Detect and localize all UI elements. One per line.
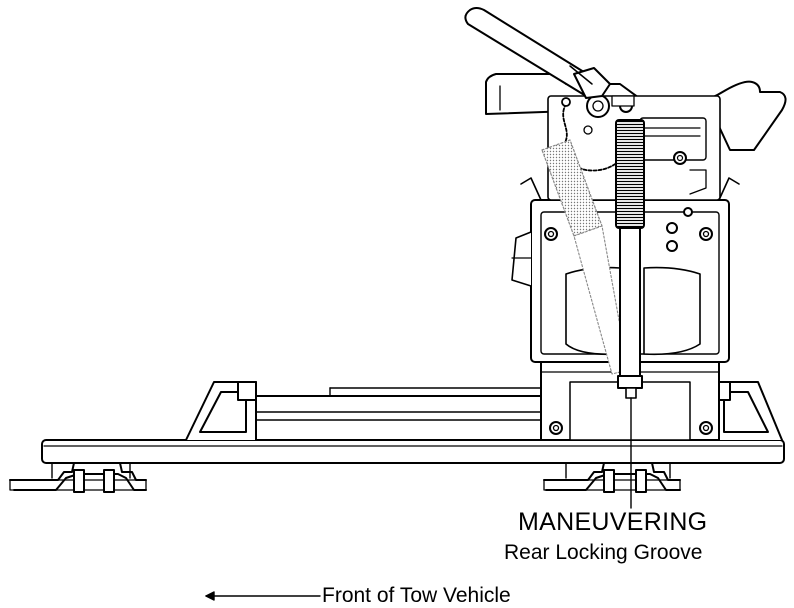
release-handle [464,7,611,99]
right-pedestal [711,381,783,441]
right-mounting-foot [543,462,681,493]
left-pedestal [185,381,257,441]
slide-rail [255,387,543,441]
lock-lever [615,119,645,399]
handle-alternate-position [541,139,629,375]
front-of-tow-vehicle-label: Front of Tow Vehicle [322,584,511,607]
arrow-left-icon [205,591,321,601]
left-mounting-foot [9,462,147,493]
maneuvering-label: MANEUVERING [518,508,708,536]
rear-locking-groove-label: Rear Locking Groove [504,541,703,564]
base-rail [41,439,785,464]
